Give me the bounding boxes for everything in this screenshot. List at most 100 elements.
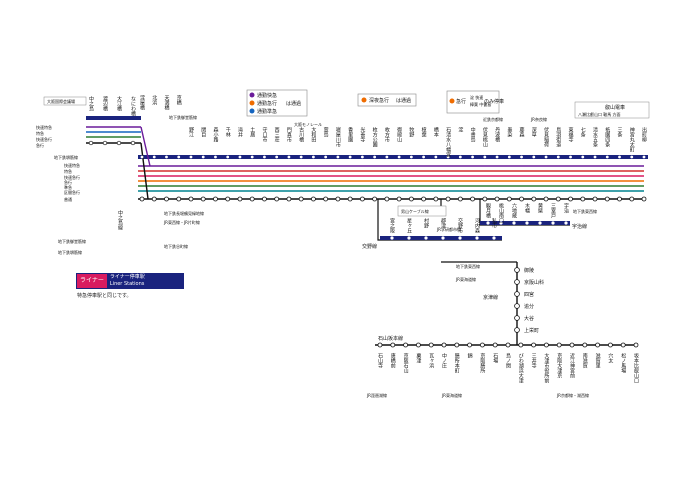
trunk-station-dot xyxy=(629,196,635,202)
katano-station-name: 村野 xyxy=(423,217,429,229)
katano-station-name: 宮之阪 xyxy=(389,217,395,234)
katano-station-dot xyxy=(492,236,496,240)
katano-station-dot xyxy=(441,236,445,240)
trunk-station-dot xyxy=(323,196,329,202)
trunk-station-dot xyxy=(617,196,622,202)
liner-tag: ライナー xyxy=(77,274,107,288)
transfer-t7b: 地下鉄堺筋線 xyxy=(58,249,82,255)
transfer-t13b: JR東海道線 xyxy=(441,392,462,398)
ishiyama-station-name: 瓦ヶ浜 xyxy=(428,353,434,369)
ishiyama-station-dot xyxy=(556,342,562,348)
trunk-number-dot xyxy=(360,155,364,159)
trunk-station-name: 関目 xyxy=(200,127,206,138)
ishiyama-station-dot xyxy=(595,342,600,348)
trunk-station-name: 北浜 xyxy=(151,94,157,106)
trunk-number-dot xyxy=(446,155,450,159)
trunk-service-lines xyxy=(138,155,648,200)
trunk-number-dot xyxy=(275,155,279,159)
trunk-number-dot xyxy=(385,155,389,159)
trunk-number-dot xyxy=(618,155,621,159)
uji-station-name: 桃山南口 xyxy=(498,202,504,224)
trunk-station-dot xyxy=(445,196,451,202)
trunk-station-name: 京橋 xyxy=(176,94,182,106)
otokoyama-cable: 男山ケーブル線 xyxy=(397,199,447,217)
legend-commuter-semi: 通勤準急 xyxy=(257,108,277,115)
trunk-station-name: 枚方公園 xyxy=(372,126,378,148)
ishiyama-station-dot xyxy=(518,342,524,348)
ishiyama-station-dot xyxy=(428,342,434,348)
trunk-station-dot xyxy=(225,196,231,202)
ishiyama-station-dot xyxy=(505,342,511,348)
osaka-conference-label: 大阪国際会議場 xyxy=(47,98,75,104)
trunk-number-dot xyxy=(605,155,609,159)
trunk-station-dot xyxy=(200,196,206,202)
legend-midnight-pass: は通過 xyxy=(396,97,411,104)
nakanoshima-station-name: 中之島 xyxy=(88,95,94,112)
uji-branch: 宇治線 xyxy=(479,199,587,230)
trunk-station-name: 光善寺 xyxy=(359,126,365,142)
transfer-t10: JR奈良線 xyxy=(530,116,547,122)
trunk-station-name: 森小路 xyxy=(212,126,218,143)
ishiyama-station-name: 穴太 xyxy=(607,352,613,364)
trunk-station-name: 淀 xyxy=(457,126,463,133)
trunk-station-name: 守口市 xyxy=(261,126,267,143)
service-label-3: 急行 xyxy=(36,142,44,148)
trunk-station-name: 千林 xyxy=(225,126,231,138)
trunk-station-name: 中書島 xyxy=(470,126,476,143)
trunk-station-name: 七条 xyxy=(580,126,586,137)
trunk-station-dot xyxy=(237,196,243,202)
trunk-station-dot xyxy=(151,196,157,202)
ishiyama-station-name: 滋賀里 xyxy=(595,352,601,368)
trunk-station-dot xyxy=(372,196,378,202)
katano-station-name: 交野市 xyxy=(457,217,463,234)
transfer-t9: 近鉄京都線 xyxy=(483,116,503,122)
trunk-number-dot xyxy=(569,155,572,159)
nakanoshima-station-name: 大江橋 xyxy=(116,95,122,112)
trunk-station-name: 墨染 xyxy=(506,127,512,138)
trunk-station-name: 牧野 xyxy=(408,126,414,138)
trunk-station-name: 古川橋 xyxy=(298,126,304,143)
trunk-station-dot xyxy=(396,196,402,202)
nakanoshima-station-dot xyxy=(88,140,94,146)
eizan-sub: 八瀬比叡山口 鞍馬 方面 xyxy=(578,111,621,117)
trunk-station-dot xyxy=(592,196,598,202)
ishiyama-label: 石山坂本線 xyxy=(378,335,403,342)
trunk-station-name: 東福寺 xyxy=(568,126,574,142)
trunk-number-dot xyxy=(201,155,205,159)
trunk-number-dot xyxy=(226,155,230,159)
trunk-number-dot xyxy=(581,155,585,159)
trunk-number-dot xyxy=(287,155,291,159)
trunk-label-4: 準急 xyxy=(64,184,72,190)
ishiyama-station-dot xyxy=(569,342,575,348)
trunk-station-dot xyxy=(262,196,267,202)
transfer-t11: 地下鉄東西線 xyxy=(573,208,597,214)
ishiyama-station-dot xyxy=(531,342,536,348)
trunk-number-dot xyxy=(324,155,328,159)
transfer-t6: JR東西線・JR片町線 xyxy=(163,219,200,225)
trunk-station-dot xyxy=(139,196,145,202)
trunk-station-dot xyxy=(580,196,586,202)
trunk-station-name: 伏見桃山 xyxy=(482,126,488,148)
legend-rapid-express: 通勤快急 xyxy=(257,92,277,99)
trunk-number-dot xyxy=(263,155,266,159)
ishiyama-station-dot xyxy=(441,342,447,348)
trunk-station-name: 淀屋橋 xyxy=(139,94,145,111)
keishin-station-name: 京阪山科 xyxy=(524,279,544,286)
ishiyama-station-name: 京阪石山 xyxy=(403,352,409,374)
ishiyama-station-dot xyxy=(620,342,626,348)
transfer-t3: 地下鉄長堀鶴見緑地線 xyxy=(164,210,204,216)
trunk-station-dot xyxy=(384,196,390,202)
ishiyama-station-name: 中ノ庄 xyxy=(441,352,447,369)
trunk-number-dot xyxy=(348,155,352,159)
uji-station-dot xyxy=(499,221,503,225)
keishin-station-name: 追分 xyxy=(524,303,534,310)
keishin-station-name: 大谷 xyxy=(524,315,534,322)
ishiyama-station-name: 唐橋前 xyxy=(390,352,396,369)
trunk-number-dot xyxy=(642,155,646,159)
trunk-label-5: 区間急行 xyxy=(64,189,80,195)
trunk-station-dot xyxy=(506,196,512,202)
trunk-station-dot xyxy=(433,196,439,202)
trunk-station-dot xyxy=(408,196,414,202)
keishin-station-dot xyxy=(514,315,520,321)
trunk-station-name: 香里園 xyxy=(347,126,353,143)
